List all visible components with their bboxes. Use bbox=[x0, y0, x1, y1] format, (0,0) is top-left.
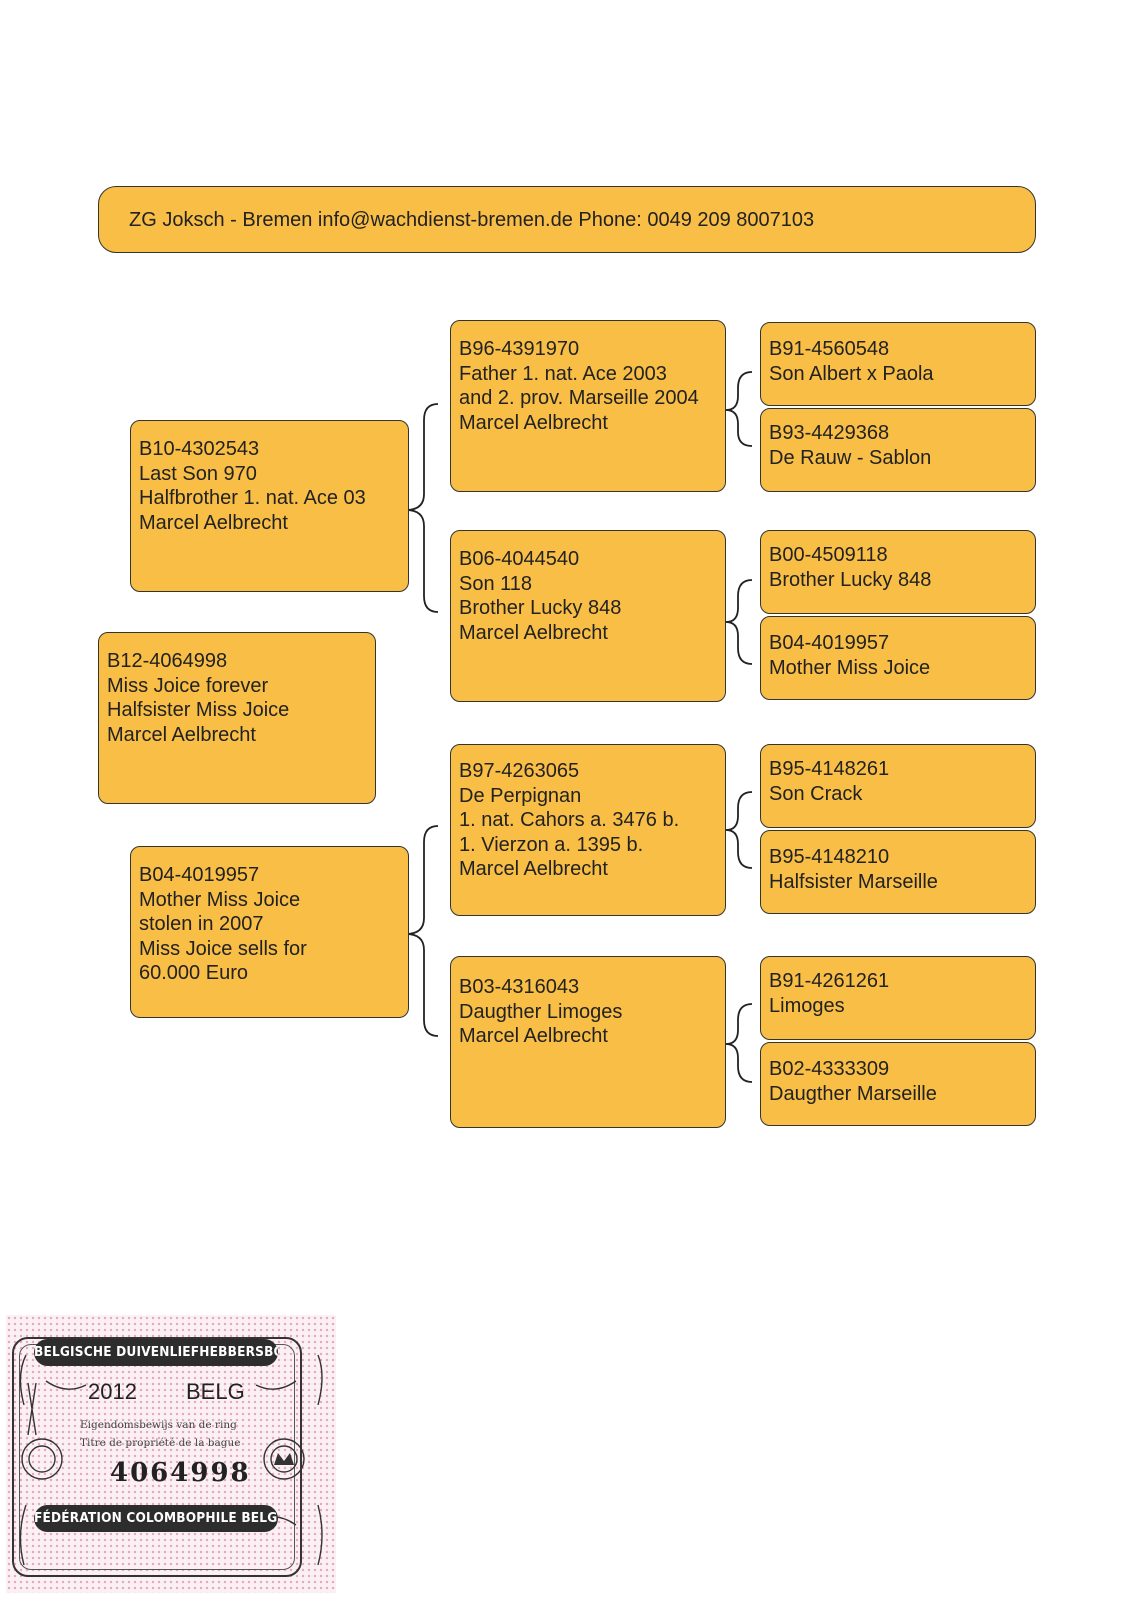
breeder-name: Marcel Aelbrecht bbox=[459, 411, 608, 434]
ring-number: B00-4509118 bbox=[769, 544, 888, 566]
certificate-top-banner-text: BELGISCHE DUIVENLIEFHEBBERSBOND bbox=[34, 1344, 278, 1360]
ring-number: B95-4148210 bbox=[769, 846, 890, 868]
ring-number: B97-4263065 bbox=[459, 760, 580, 782]
pigeon-name: Father 1. nat. Ace 2003 bbox=[459, 362, 667, 385]
breeder-name: Marcel Aelbrecht bbox=[139, 511, 288, 534]
certificate-country: BELG bbox=[186, 1379, 245, 1404]
pigeon-name: Daugther Limoges bbox=[459, 1000, 623, 1023]
pigeon-name: De Perpignan bbox=[459, 784, 582, 807]
pigeon-note: 1. Vierzon a. 1395 b. bbox=[459, 833, 644, 856]
ring-number: B96-4391970 bbox=[459, 338, 580, 360]
ring-number: B03-4316043 bbox=[459, 976, 580, 998]
pigeon-name: Son Albert x Paola bbox=[769, 362, 934, 385]
pedigree-box-ancestor: B91-4560548 Son Albert x Paola bbox=[760, 322, 1036, 406]
certificate-line-french: Titre de propriété de la bague bbox=[80, 1437, 241, 1449]
certificate-line-dutch: Eigendomsbewijs van de ring bbox=[80, 1419, 237, 1431]
pigeon-note: 1. nat. Cahors a. 3476 b. bbox=[459, 809, 680, 831]
ring-certificate: BELGISCHE DUIVENLIEFHEBBERSBOND 2012 BEL… bbox=[6, 1315, 336, 1593]
pigeon-name: Son Crack bbox=[769, 782, 863, 805]
pedigree-box-sire: B96-4391970 Father 1. nat. Ace 2003 and … bbox=[450, 320, 726, 492]
pedigree-box-ancestor: B00-4509118 Brother Lucky 848 bbox=[760, 530, 1036, 614]
pigeon-note: stolen in 2007 bbox=[139, 913, 264, 935]
breeder-name: Marcel Aelbrecht bbox=[459, 621, 608, 644]
ornament-medallion-left-icon bbox=[21, 1438, 63, 1480]
breeder-name: Marcel Aelbrecht bbox=[459, 1025, 608, 1047]
breeder-contact-text: ZG Joksch - Bremen info@wachdienst-breme… bbox=[129, 209, 815, 231]
pigeon-name: Last Son 970 bbox=[139, 462, 257, 485]
pedigree-box-subject: B10-4302543 Last Son 970 Halfbrother 1. … bbox=[130, 420, 409, 592]
ring-number: B93-4429368 bbox=[769, 422, 890, 444]
pigeon-note: 60.000 Euro bbox=[139, 962, 248, 984]
pigeon-name: De Rauw - Sablon bbox=[769, 446, 932, 469]
pedigree-box-ancestor: B02-4333309 Daugther Marseille bbox=[760, 1042, 1036, 1126]
pedigree-box-dam-dam: B03-4316043 Daugther Limoges Marcel Aelb… bbox=[450, 956, 726, 1128]
breeder-name: Marcel Aelbrecht bbox=[459, 858, 608, 880]
pigeon-note: Miss Joice sells for bbox=[139, 937, 307, 960]
pigeon-name: Mother Miss Joice bbox=[139, 888, 301, 911]
pedigree-box-dam: B04-4019957 Mother Miss Joice stolen in … bbox=[130, 846, 409, 1018]
ring-number: B12-4064998 bbox=[107, 650, 228, 672]
breeder-name: Marcel Aelbrecht bbox=[107, 723, 256, 746]
certificate-year: 2012 bbox=[88, 1379, 137, 1404]
pigeon-name: Son 118 bbox=[459, 572, 533, 595]
pedigree-box-dam-sire: B97-4263065 De Perpignan 1. nat. Cahors … bbox=[450, 744, 726, 916]
pigeon-name: Mother Miss Joice bbox=[769, 656, 931, 679]
ring-number: B95-4148261 bbox=[769, 758, 890, 780]
pedigree-box-subject-info: B12-4064998 Miss Joice forever Halfsiste… bbox=[98, 632, 376, 804]
ring-number: B10-4302543 bbox=[139, 438, 260, 460]
pedigree-box-ancestor: B93-4429368 De Rauw - Sablon bbox=[760, 408, 1036, 492]
breeder-header: ZG Joksch - Bremen info@wachdienst-breme… bbox=[98, 186, 1036, 253]
pigeon-note: Halfsister Miss Joice bbox=[107, 699, 290, 721]
certificate-bottom-banner-text: FÉDÉRATION COLOMBOPHILE BELGE bbox=[34, 1510, 278, 1526]
pigeon-name: Miss Joice forever bbox=[107, 674, 269, 697]
ornament-tower-icon bbox=[27, 1382, 37, 1436]
pigeon-note: Brother Lucky 848 bbox=[459, 597, 622, 619]
pedigree-box-ancestor: B91-4261261 Limoges bbox=[760, 956, 1036, 1040]
certificate-ornaments bbox=[19, 1354, 323, 1566]
certificate-top-banner: BELGISCHE DUIVENLIEFHEBBERSBOND bbox=[34, 1339, 278, 1366]
pedigree-box-ancestor: B04-4019957 Mother Miss Joice bbox=[760, 616, 1036, 700]
pigeon-name: Halfsister Marseille bbox=[769, 870, 938, 893]
ring-number: B91-4261261 bbox=[769, 970, 890, 992]
pigeon-name: Daugther Marseille bbox=[769, 1082, 937, 1105]
pigeon-name: Brother Lucky 848 bbox=[769, 568, 932, 591]
ring-number: B04-4019957 bbox=[769, 632, 890, 654]
pedigree-box-ancestor: B95-4148210 Halfsister Marseille bbox=[760, 830, 1036, 914]
ring-number: B04-4019957 bbox=[139, 864, 260, 886]
ring-number: B06-4044540 bbox=[459, 548, 580, 570]
pigeon-name: Limoges bbox=[769, 994, 845, 1017]
certificate-bottom-banner: FÉDÉRATION COLOMBOPHILE BELGE bbox=[34, 1505, 278, 1532]
ring-number: B91-4560548 bbox=[769, 338, 890, 360]
pigeon-note: Halfbrother 1. nat. Ace 03 bbox=[139, 487, 366, 509]
pedigree-box-ancestor: B95-4148261 Son Crack bbox=[760, 744, 1036, 828]
pedigree-box-sire-2: B06-4044540 Son 118 Brother Lucky 848 Ma… bbox=[450, 530, 726, 702]
ornament-crown-medallion-icon bbox=[263, 1438, 305, 1480]
pigeon-note: and 2. prov. Marseille 2004 bbox=[459, 387, 699, 409]
ring-number: B02-4333309 bbox=[769, 1058, 890, 1080]
certificate-ring-number: 4064998 bbox=[110, 1458, 251, 1488]
